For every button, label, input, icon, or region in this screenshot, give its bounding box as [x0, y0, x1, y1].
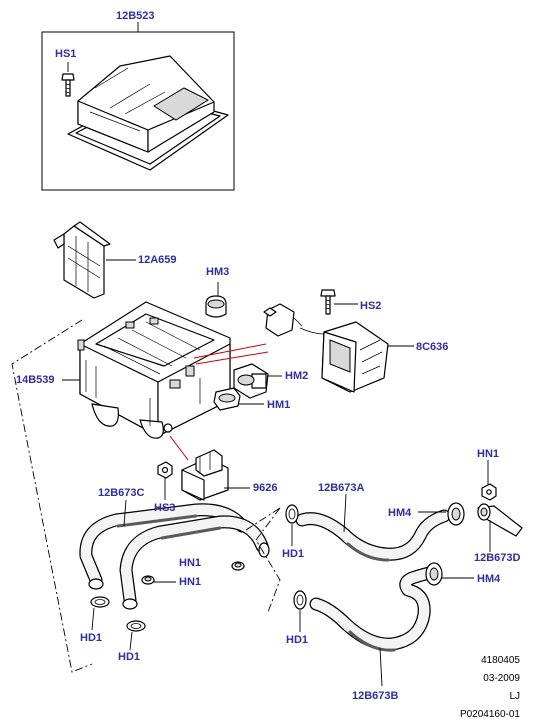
callout-hn1-a[interactable]: HN1	[179, 557, 202, 569]
callout-hs2[interactable]: HS2	[360, 300, 382, 312]
hose-12b673a	[295, 493, 451, 562]
grommet-hm1	[213, 387, 264, 411]
callout-8c636[interactable]: 8C636	[416, 341, 449, 353]
grommet-hm2	[233, 363, 282, 399]
clip-nut-hn1-b	[141, 575, 176, 585]
callout-hs1[interactable]: HS1	[55, 48, 77, 60]
clamp-hd1-right-low	[293, 590, 307, 632]
box-14b539	[77, 301, 269, 461]
clip-nut-hn1-a	[231, 561, 245, 571]
grommet-hm4-low	[425, 562, 474, 586]
cover-assembly	[41, 22, 235, 191]
callout-hm4-low[interactable]: HM4	[477, 573, 501, 585]
clamp-hd1-left-a	[90, 596, 110, 631]
grommet-hm3	[205, 282, 227, 318]
callout-12b673a[interactable]: 12B673A	[318, 482, 365, 494]
callout-hd1-left-b[interactable]: HD1	[118, 651, 141, 663]
callout-12b673b[interactable]: 12B673B	[352, 690, 399, 702]
grommet-hm4-top	[418, 502, 465, 526]
screw-hs1	[61, 62, 75, 97]
hose-12b673c	[79, 499, 270, 610]
callout-12b523[interactable]: 12B523	[116, 10, 155, 22]
hose-12b673b	[309, 565, 441, 687]
bracket-12a659	[53, 221, 136, 299]
ref-initials: LJ	[509, 691, 520, 702]
relay-9626	[181, 449, 250, 501]
callout-14b539[interactable]: 14B539	[16, 374, 55, 386]
callout-12b673d[interactable]: 12B673D	[474, 552, 521, 564]
callout-hn1-b[interactable]: HN1	[179, 576, 202, 588]
callout-12b673c[interactable]: 12B673C	[98, 487, 145, 499]
ref-code: 4180405	[481, 655, 520, 666]
callout-12a659[interactable]: 12A659	[138, 254, 177, 266]
callout-hm2[interactable]: HM2	[285, 370, 309, 382]
callout-hm4-top[interactable]: HM4	[388, 507, 412, 519]
clip-nut-hn1-right	[481, 460, 497, 501]
clamp-hd1-left-b	[126, 620, 146, 651]
nut-hs3	[157, 461, 173, 500]
callout-hd1-left-a[interactable]: HD1	[80, 632, 103, 644]
callout-hn1-right[interactable]: HN1	[477, 448, 500, 460]
ref-number: P0204160-01	[459, 709, 520, 720]
callout-hs3[interactable]: HS3	[154, 502, 176, 514]
clamp-hd1-right-top	[285, 504, 299, 546]
callout-hm1-grommet[interactable]: HM1	[267, 399, 291, 411]
module-8c636	[263, 303, 414, 393]
callout-hd1-right-low[interactable]: HD1	[286, 634, 309, 646]
screw-hs2	[320, 289, 358, 315]
reference-block: 4180405 03-2009 LJ P0204160-01	[460, 652, 520, 724]
callout-9626[interactable]: 9626	[253, 482, 278, 494]
callout-hd1-right-top[interactable]: HD1	[282, 548, 305, 560]
ref-date: 03-2009	[483, 673, 520, 684]
hose-end-12b673d	[477, 503, 523, 552]
callout-hm3[interactable]: HM3	[206, 266, 230, 278]
